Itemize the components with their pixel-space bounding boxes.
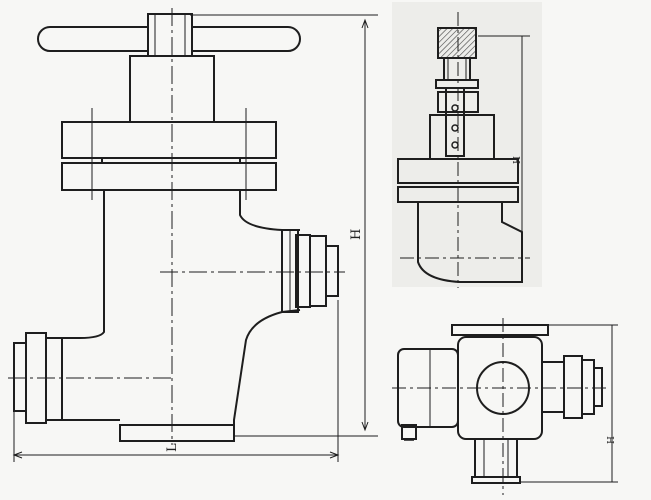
- bottom-top-plate: [451, 324, 549, 336]
- bottom-height-label: H: [607, 436, 617, 444]
- main-height-label: H: [349, 229, 364, 240]
- bottom-lower-stem: [474, 438, 518, 478]
- main-length-label: L: [165, 443, 180, 452]
- base-plate: [119, 424, 235, 442]
- bottom-view: [392, 318, 618, 495]
- upper-flange: [61, 121, 277, 159]
- main-view: [8, 8, 378, 462]
- bottom-right-cylinder: [541, 361, 565, 413]
- side-height-label: H: [513, 156, 523, 164]
- left-inlet: [13, 342, 27, 412]
- side-stem: [445, 87, 465, 157]
- side-actuator: [437, 27, 477, 59]
- valve-body: [60, 190, 301, 425]
- side-view: [392, 2, 542, 288]
- lower-flange: [61, 162, 277, 191]
